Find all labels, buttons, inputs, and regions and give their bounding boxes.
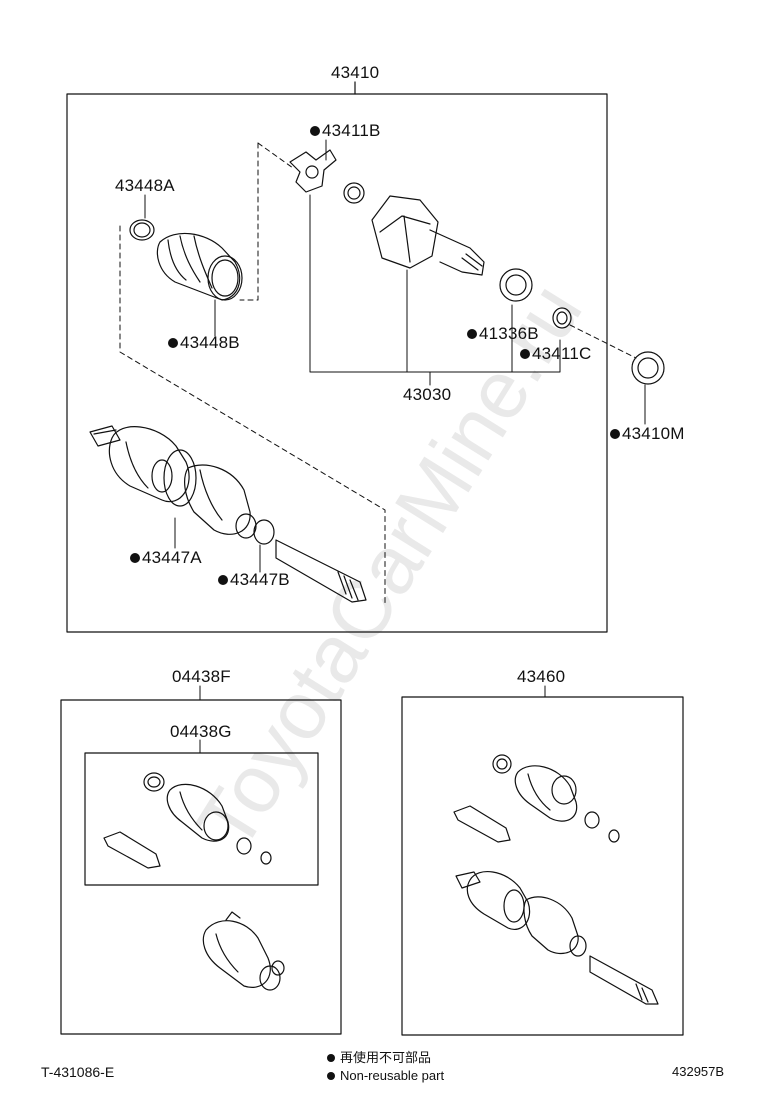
label-04438F: 04438F [172,667,231,686]
kit-43460-shaft [455,871,659,1005]
non-reusable-dot-icon [327,1054,335,1062]
label-43410: 43410 [331,63,380,82]
assembly-43410-frame [66,93,608,633]
legend-jp: 再使用不可部品 [327,1050,431,1066]
label-43447B: 43447B [218,571,290,589]
non-reusable-dot-icon [310,126,320,136]
oil-seal-41336B [499,268,533,302]
outboard-joint-housing [371,195,485,276]
label-04438G: 04438G [170,722,232,741]
label-43447A: 43447A [130,549,202,567]
non-reusable-dot-icon [168,338,178,348]
tripod-joint [289,149,365,204]
drive-shaft-assembly [89,425,367,603]
label-41336B: 41336B [467,325,539,343]
non-reusable-dot-icon [610,429,620,439]
label-43410M: 43410M [610,425,685,443]
label-43030: 43030 [403,385,452,404]
leader-lines [144,139,646,754]
kit-04438F-frame [60,699,342,1035]
kit-43460-frame [401,696,684,1036]
label-43460: 43460 [517,667,566,686]
diagram-code-right: 432957B [672,1064,725,1079]
oil-seal-43410M [631,351,665,385]
dashed-guides-upper [119,142,637,604]
kit-04438G-frame [84,752,319,886]
kit-04438F-boot [202,911,285,991]
diagram-code-left: T-431086-E [41,1064,115,1080]
snap-ring-43411C [552,307,572,329]
non-reusable-dot-icon [520,349,530,359]
non-reusable-dot-icon [218,575,228,585]
boot-inner-upper [129,219,243,301]
label-43448B: 43448B [168,334,240,352]
label-43411C: 43411C [520,345,592,363]
non-reusable-dot-icon [327,1072,335,1080]
non-reusable-dot-icon [130,553,140,563]
kit-43460-parts [453,754,620,843]
label-43411B: 43411B [310,122,381,140]
legend-en: Non-reusable part [327,1068,444,1084]
label-43448A: 43448A [115,176,175,195]
non-reusable-dot-icon [467,329,477,339]
kit-04438G-parts [103,772,272,869]
